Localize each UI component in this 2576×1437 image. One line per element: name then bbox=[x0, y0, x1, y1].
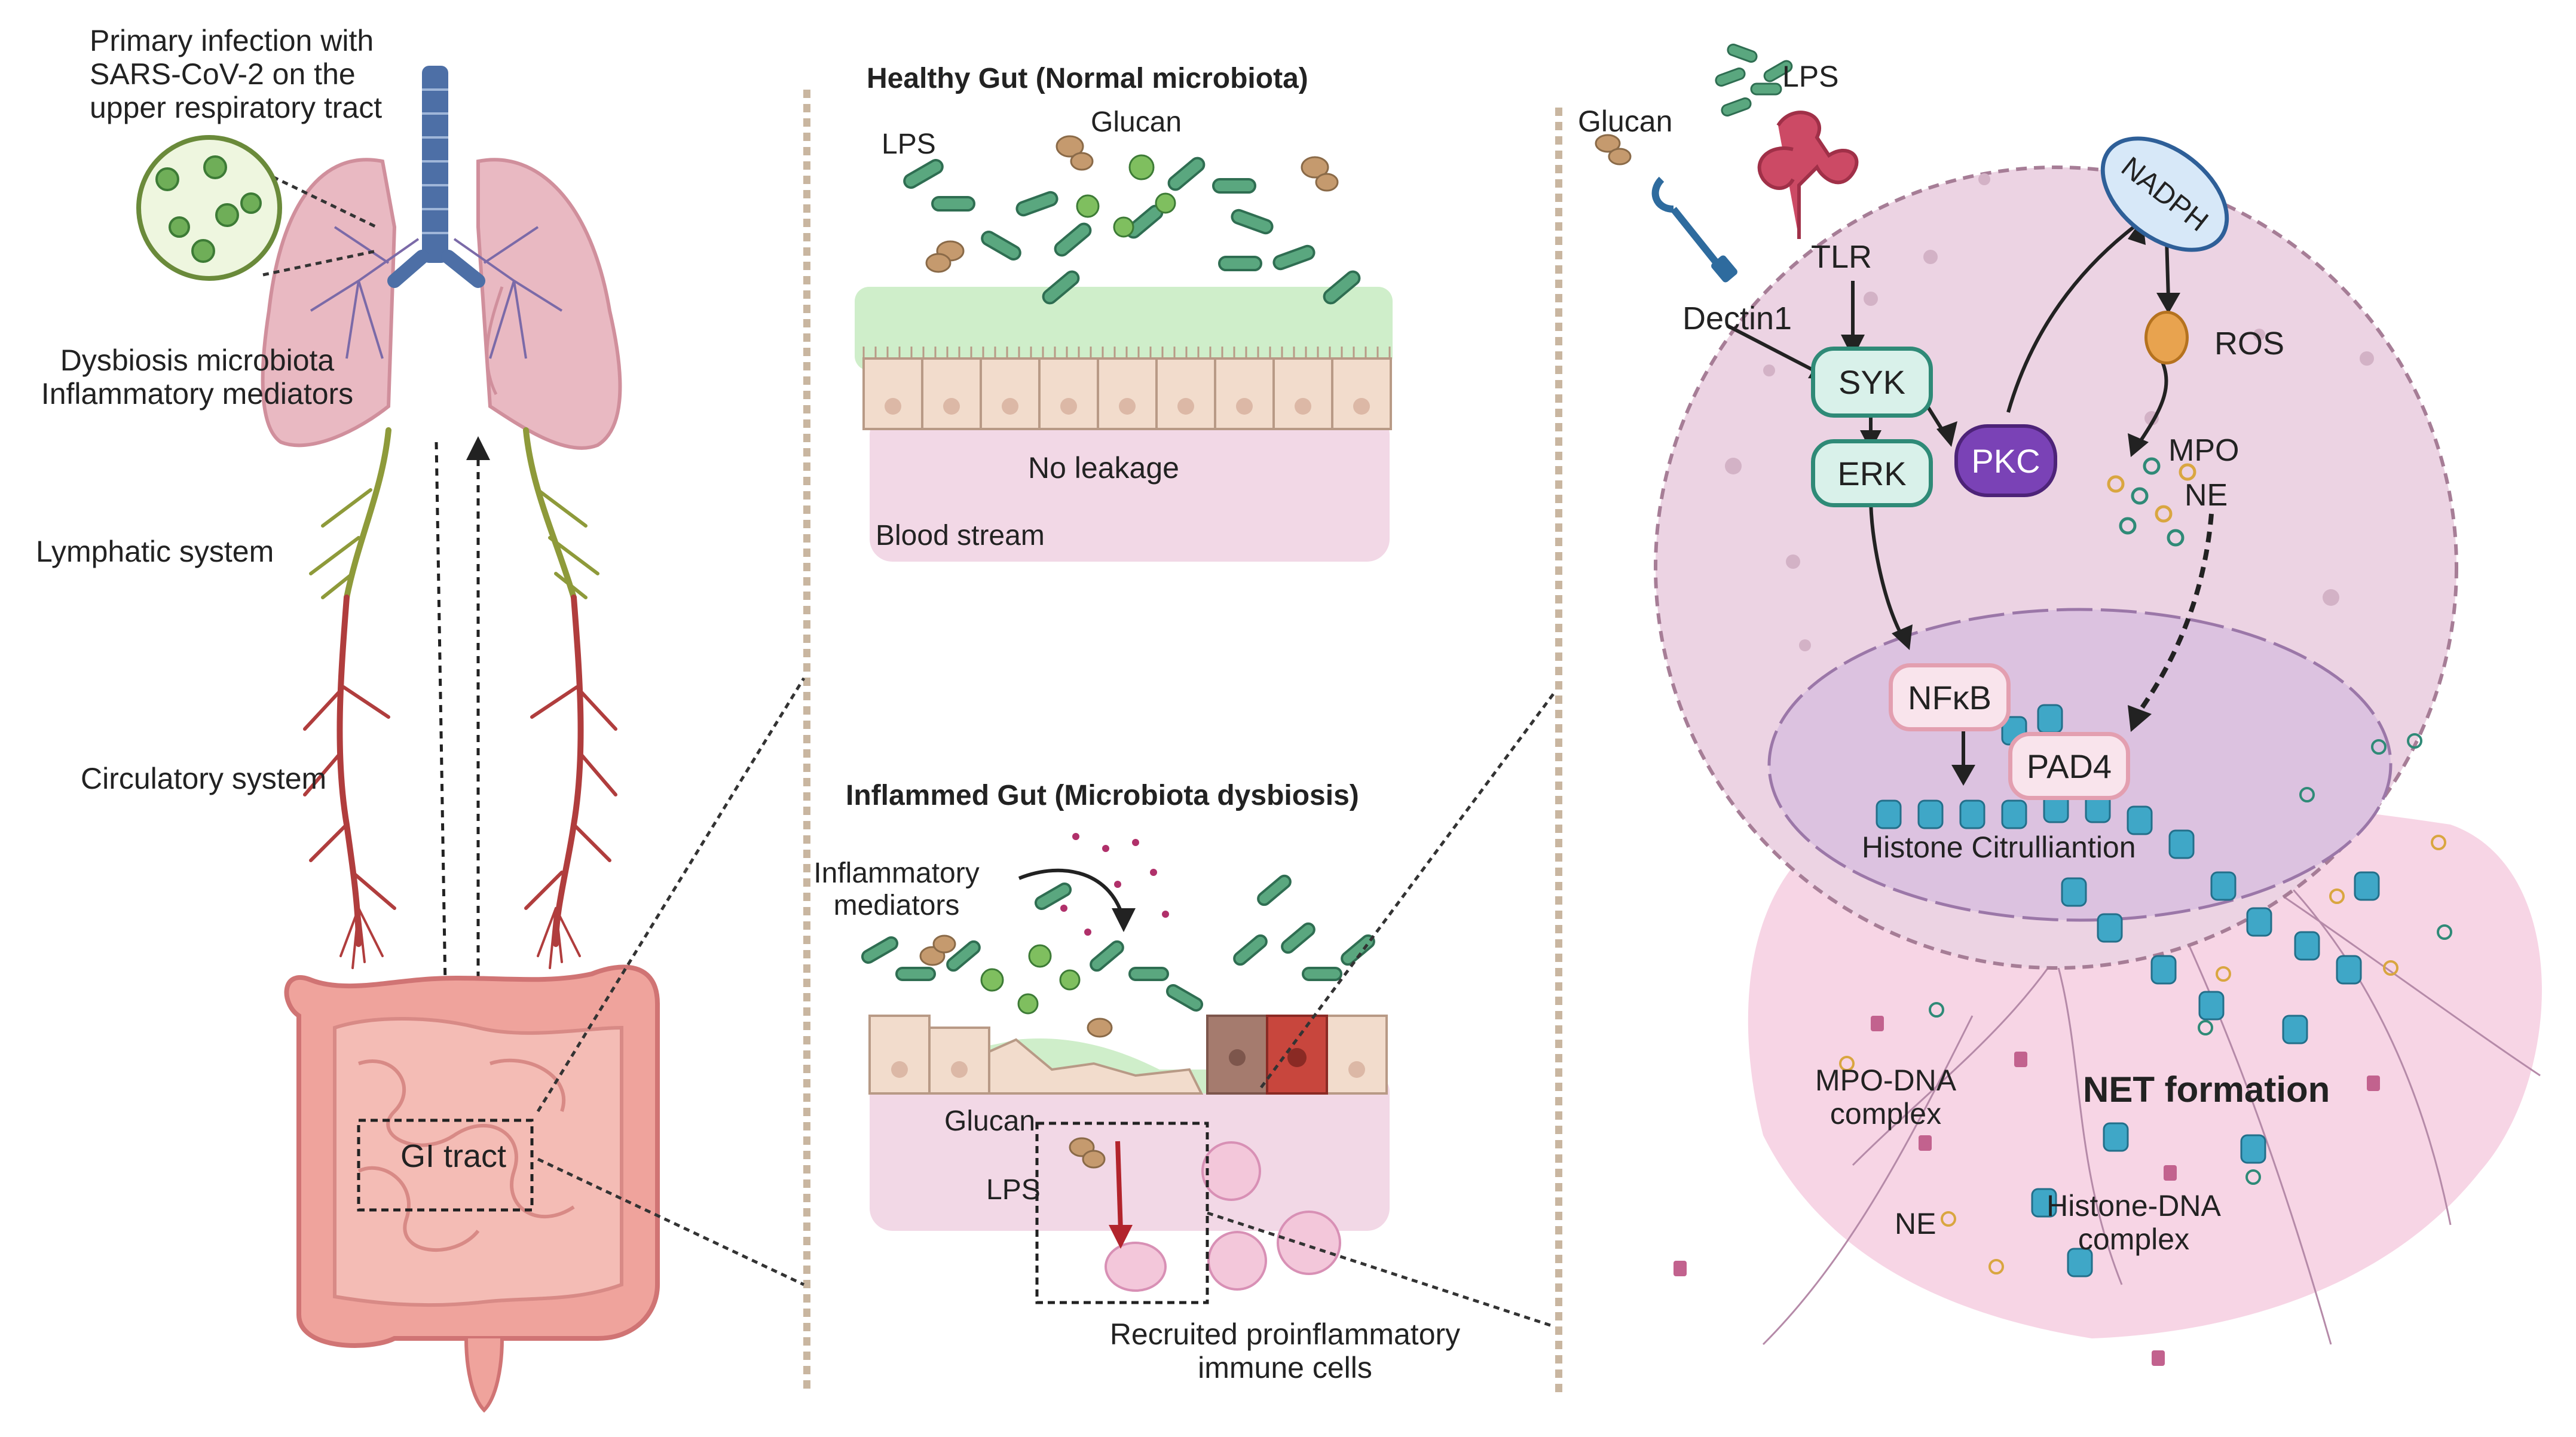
pad4-node: PAD4 bbox=[2008, 732, 2130, 800]
inflammatory-mediators-label: Inflammatory mediators bbox=[777, 857, 1016, 922]
pkc-node: PKC bbox=[1954, 424, 2057, 497]
infection-label-line-2: SARS-CoV-2 on the bbox=[90, 57, 356, 91]
nfkb-node: NFκB bbox=[1889, 663, 2011, 731]
healthy-lps-label: LPS bbox=[882, 128, 936, 160]
recruited-cells-line-1: Recruited proinflammatory bbox=[1109, 1317, 1461, 1351]
circulatory-label: Circulatory system bbox=[81, 762, 327, 795]
healthy-gut-title: Healthy Gut (Normal microbiota) bbox=[867, 63, 1308, 94]
ne-label: NE bbox=[2185, 478, 2228, 513]
no-leakage-label: No leakage bbox=[1028, 451, 1179, 485]
dysbiosis-label-line-2: Inflammatory mediators bbox=[41, 377, 354, 410]
lymphatic-label: Lymphatic system bbox=[36, 535, 274, 568]
ros-granule-icon bbox=[2144, 311, 2189, 364]
inflamed-gut-title: Inflammed Gut (Microbiota dysbiosis) bbox=[846, 780, 1359, 811]
bacteria-icon bbox=[903, 157, 1361, 305]
infection-label-line-3: upper respiratory tract bbox=[90, 91, 383, 124]
immune-highlight-box bbox=[1035, 1122, 1209, 1304]
tlr-label: TLR bbox=[1811, 239, 1873, 275]
recruited-cells-line-2: immune cells bbox=[1198, 1351, 1372, 1384]
vessel-left bbox=[303, 427, 396, 969]
glucan-label: Glucan bbox=[1578, 105, 1673, 138]
inflammatory-mediators-line-1: Inflammatory bbox=[813, 857, 980, 889]
transport-arrows bbox=[424, 436, 490, 1004]
histone-dna-label-line-2: complex bbox=[2078, 1222, 2190, 1256]
dectin-label: Dectin1 bbox=[1682, 301, 1792, 336]
neutrophil-diagram bbox=[1595, 44, 2542, 1366]
virus-magnifier bbox=[136, 135, 378, 281]
dectin-receptor-icon bbox=[1651, 176, 1737, 283]
syk-node: SYK bbox=[1811, 347, 1933, 418]
infection-label-line-1: Primary infection with bbox=[90, 24, 374, 57]
mpo-dna-label-line-2: complex bbox=[1829, 1097, 1942, 1130]
inflamed-glucan-label: Glucan bbox=[944, 1105, 1036, 1137]
ne-complex-label: NE bbox=[1895, 1207, 1936, 1240]
vessel-right bbox=[523, 427, 617, 969]
inflamed-lps-label: LPS bbox=[986, 1174, 1041, 1206]
histone-icon bbox=[1876, 704, 2380, 1277]
inflamed-gut-diagram bbox=[861, 692, 1556, 1328]
net-formation-label: NET formation bbox=[2083, 1070, 2330, 1110]
lps-label: LPS bbox=[1782, 60, 1839, 93]
mpo-label: MPO bbox=[2168, 433, 2240, 468]
mpo-dna-label-line-1: MPO-DNA bbox=[1815, 1064, 1957, 1097]
infection-label: Primary infection with SARS-CoV-2 on the… bbox=[90, 24, 383, 124]
virus-icon bbox=[155, 155, 262, 263]
glucan-particle-icon bbox=[925, 135, 1339, 273]
histone-dna-label-line-1: Histone-DNA bbox=[2046, 1189, 2221, 1222]
gi-highlight-box bbox=[357, 1119, 534, 1212]
virus-icon bbox=[1076, 154, 1176, 238]
histone-dna-label: Histone-DNA complex bbox=[2032, 1189, 2235, 1256]
immune-cells-icon bbox=[1105, 1141, 1341, 1292]
healthy-glucan-label: Glucan bbox=[1091, 106, 1182, 138]
blood-stream-label: Blood stream bbox=[876, 520, 1045, 551]
dysbiosis-label-line-1: Dysbiosis microbiota bbox=[60, 344, 335, 377]
lungs-icon bbox=[261, 66, 622, 450]
lps-receptor-icon bbox=[1757, 111, 1859, 239]
recruited-cells-label: Recruited proinflammatory immune cells bbox=[1082, 1317, 1488, 1384]
ros-label: ROS bbox=[2214, 326, 2285, 361]
histone-citrullination-label: Histone Citrulliantion bbox=[1862, 831, 2136, 864]
gi-tract-label: GI tract bbox=[400, 1138, 507, 1174]
healthy-gut-diagram bbox=[855, 135, 1393, 562]
mpo-dna-label: MPO-DNA complex bbox=[1799, 1064, 1972, 1130]
dysbiosis-label: Dysbiosis microbiota Inflammatory mediat… bbox=[18, 344, 377, 410]
inflammatory-mediators-line-2: mediators bbox=[833, 889, 960, 921]
erk-node: ERK bbox=[1811, 439, 1933, 507]
